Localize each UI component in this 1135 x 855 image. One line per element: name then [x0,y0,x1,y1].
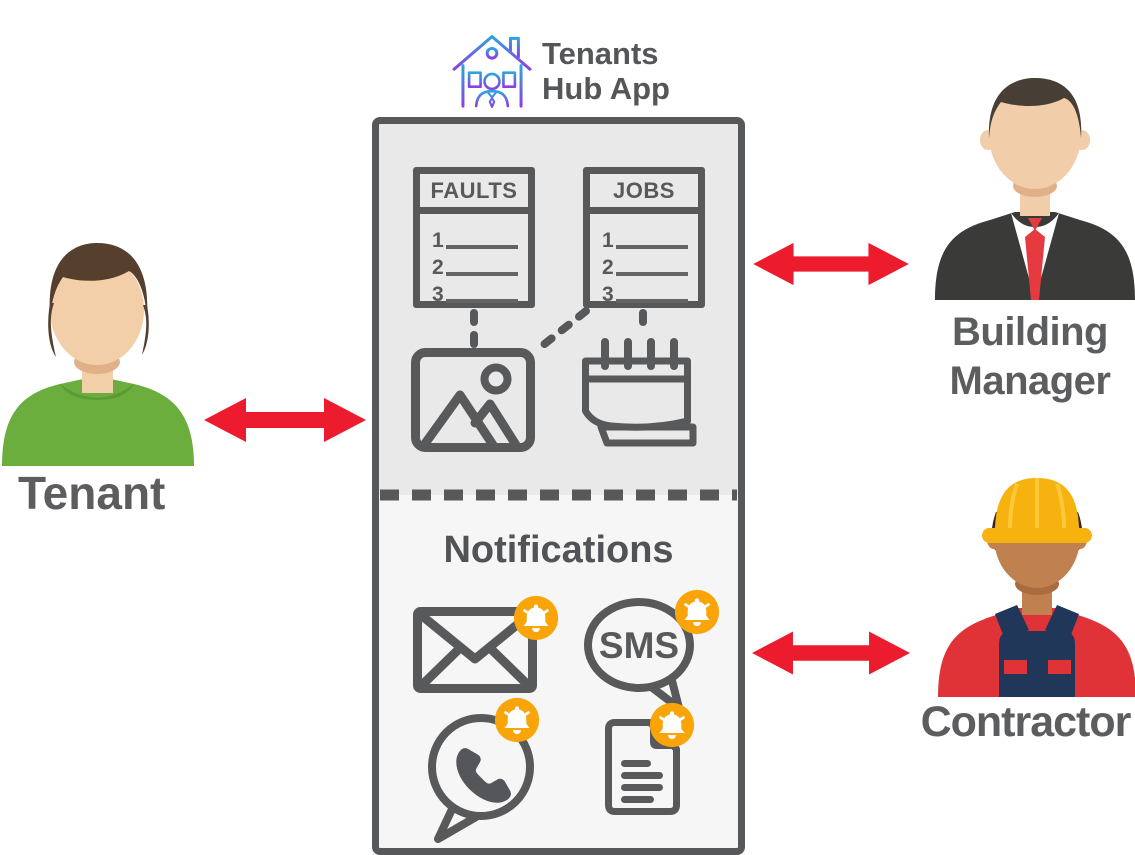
jobs-list: JOBS 1 2 3 [583,167,705,308]
sms-speech-bubble-icon: SMS [584,598,694,712]
tenant-avatar [2,243,194,466]
contractor-avatar [938,478,1135,697]
faults-list-body: 1 2 3 [420,214,528,305]
image-attachment-icon [411,348,535,452]
whatsapp-channel [424,697,540,843]
faults-list: FAULTS 1 2 3 [413,167,535,308]
tenant-label: Tenant [18,467,166,519]
list-item: 1 [432,224,528,251]
contractor-app-arrow [752,631,910,675]
jobs-list-body: 1 2 3 [590,214,698,305]
notification-bell-icon [513,595,559,641]
app-title: Tenants Hub App [542,36,670,106]
envelope-icon [413,607,537,693]
calendar-icon [582,338,697,447]
building-manager-label: Building Manager [949,310,1112,403]
document-channel [605,702,695,816]
list-item: 1 [602,224,698,251]
app-title-line1: Tenants [542,36,659,71]
house-person-icon [450,35,534,109]
notification-bell-icon [494,697,540,743]
notification-bell-icon [674,589,720,635]
sms-label: SMS [599,625,679,666]
dashed-connectors [380,307,737,501]
list-item: 3 [602,278,698,305]
jobs-list-title: JOBS [590,174,698,214]
email-channel [413,595,559,693]
notification-bell-icon [649,702,695,748]
contractor-label: Contractor [920,698,1132,746]
phone-speech-bubble-icon [428,714,534,843]
app-panel: FAULTS 1 2 3 JOBS 1 2 [372,117,745,855]
list-item: 3 [432,278,528,305]
tenant-app-arrow [204,398,366,442]
sms-channel: SMS [580,589,720,713]
app-title-line2: Hub App [542,71,670,106]
building-manager-avatar [935,78,1135,300]
list-item: 2 [432,251,528,278]
manager-app-arrow [753,242,909,286]
notifications-title: Notifications [443,529,674,571]
faults-list-title: FAULTS [420,174,528,214]
list-item: 2 [602,251,698,278]
